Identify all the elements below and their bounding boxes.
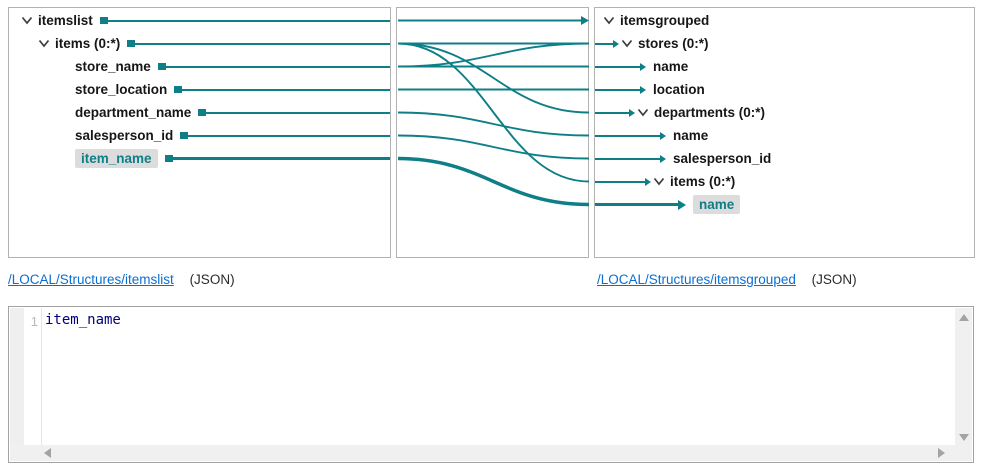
- source-structure-link[interactable]: /LOCAL/Structures/itemslist: [8, 272, 174, 287]
- target-tree: itemsgrouped stores (0:*) name location depa…: [595, 9, 974, 216]
- source-structure-format: (JSON): [189, 272, 235, 287]
- mapping-lead-line: [172, 157, 390, 160]
- target-node-stores-0-[interactable]: stores (0:*): [595, 32, 974, 55]
- node-label: store_name: [75, 58, 151, 74]
- target-node-departments-0-[interactable]: departments (0:*): [595, 101, 974, 124]
- mapping-line[interactable]: [398, 42, 589, 68]
- mapping-line[interactable]: [398, 134, 589, 160]
- target-node-name[interactable]: name: [595, 55, 974, 78]
- target-node-salesperson-id[interactable]: salesperson_id: [595, 147, 974, 170]
- mapping-line[interactable]: [398, 111, 589, 137]
- scroll-left-icon[interactable]: [44, 448, 51, 458]
- chevron-down-icon[interactable]: [21, 16, 33, 25]
- expression-text[interactable]: item_name: [45, 312, 121, 328]
- node-label: salesperson_id: [75, 127, 174, 143]
- source-node-store-name[interactable]: store_name: [9, 55, 390, 78]
- mapping-arrow-icon: [595, 39, 619, 48]
- target-node-location[interactable]: location: [595, 78, 974, 101]
- chevron-down-icon[interactable]: [621, 39, 633, 48]
- target-node-name[interactable]: name: [595, 124, 974, 147]
- connector-square-icon: [174, 86, 183, 93]
- source-node-store-location[interactable]: store_location: [9, 78, 390, 101]
- source-node-item-name[interactable]: item_name: [9, 147, 390, 170]
- target-node-name[interactable]: name: [595, 193, 974, 216]
- mapping-lead-line: [182, 88, 390, 91]
- mapping-arrow-icon: [595, 85, 646, 94]
- source-node-department-name[interactable]: department_name: [9, 101, 390, 124]
- mapping-arrow-icon: [595, 62, 646, 71]
- node-label: location: [653, 81, 705, 97]
- chevron-down-icon[interactable]: [38, 39, 50, 48]
- connector-square-icon: [99, 17, 108, 24]
- node-label: name: [653, 58, 689, 74]
- vertical-scrollbar[interactable]: [955, 308, 972, 447]
- node-label: name: [693, 194, 741, 215]
- node-label: itemsgrouped: [620, 12, 710, 28]
- mapping-canvas[interactable]: [398, 9, 589, 258]
- mapping-line[interactable]: [398, 42, 589, 183]
- chevron-down-icon[interactable]: [603, 16, 615, 25]
- scroll-right-icon[interactable]: [938, 448, 945, 458]
- mapping-lead-line: [188, 134, 390, 137]
- mapping-lead-line: [206, 111, 390, 114]
- node-label: name: [673, 127, 709, 143]
- connector-square-icon: [164, 155, 173, 162]
- connector-square-icon: [198, 109, 207, 116]
- mapping-arrow-icon: [595, 199, 686, 210]
- source-tree-panel: itemslist items (0:*) store_name store_loca…: [8, 7, 391, 258]
- mapping-line[interactable]: [398, 42, 589, 114]
- mapping-arrow-icon: [595, 108, 635, 117]
- node-label: itemslist: [38, 12, 93, 28]
- mapping-arrowhead-icon: [581, 16, 589, 25]
- target-node-itemsgrouped[interactable]: itemsgrouped: [595, 9, 974, 32]
- mapping-canvas-panel: [396, 7, 589, 258]
- node-label: salesperson_id: [673, 150, 772, 166]
- node-label: store_location: [75, 81, 168, 97]
- mapping-arrow-icon: [595, 131, 666, 140]
- mapping-arrow-icon: [595, 154, 666, 163]
- target-structure-link[interactable]: /LOCAL/Structures/itemsgrouped: [597, 272, 796, 287]
- target-structure-format: (JSON): [811, 272, 857, 287]
- connector-square-icon: [157, 63, 166, 70]
- mapping-lead-line: [107, 19, 390, 22]
- editor-gutter: [10, 308, 24, 447]
- mapping-arrow-icon: [595, 177, 651, 186]
- scroll-down-icon[interactable]: [958, 434, 969, 441]
- mapping-lead-line: [165, 65, 390, 68]
- node-label: department_name: [75, 104, 192, 120]
- target-tree-panel: itemsgrouped stores (0:*) name location depa…: [594, 7, 975, 258]
- node-label: departments (0:*): [654, 104, 766, 120]
- horizontal-scrollbar[interactable]: [10, 445, 955, 461]
- editor-line-number-column: 1: [24, 308, 42, 447]
- source-tree: itemslist items (0:*) store_name store_loca…: [9, 9, 390, 170]
- expression-editor[interactable]: 1 item_name: [8, 306, 974, 463]
- scrollbar-corner: [955, 445, 972, 461]
- mapping-line[interactable]: [398, 156, 589, 207]
- source-node-items-0-[interactable]: items (0:*): [9, 32, 390, 55]
- connector-square-icon: [127, 40, 136, 47]
- line-number: 1: [30, 314, 38, 329]
- node-label: item_name: [75, 148, 158, 169]
- node-label: items (0:*): [670, 173, 736, 189]
- connector-square-icon: [180, 132, 189, 139]
- node-label: items (0:*): [55, 35, 121, 51]
- scroll-up-icon[interactable]: [958, 314, 969, 321]
- target-node-items-0-[interactable]: items (0:*): [595, 170, 974, 193]
- source-node-salesperson-id[interactable]: salesperson_id: [9, 124, 390, 147]
- node-label: stores (0:*): [638, 35, 709, 51]
- mapping-lead-line: [135, 42, 390, 45]
- target-structure-link-row: /LOCAL/Structures/itemsgrouped (JSON): [597, 272, 857, 287]
- chevron-down-icon[interactable]: [637, 108, 649, 117]
- source-node-itemslist[interactable]: itemslist: [9, 9, 390, 32]
- chevron-down-icon[interactable]: [653, 177, 665, 186]
- source-structure-link-row: /LOCAL/Structures/itemslist (JSON): [8, 272, 235, 287]
